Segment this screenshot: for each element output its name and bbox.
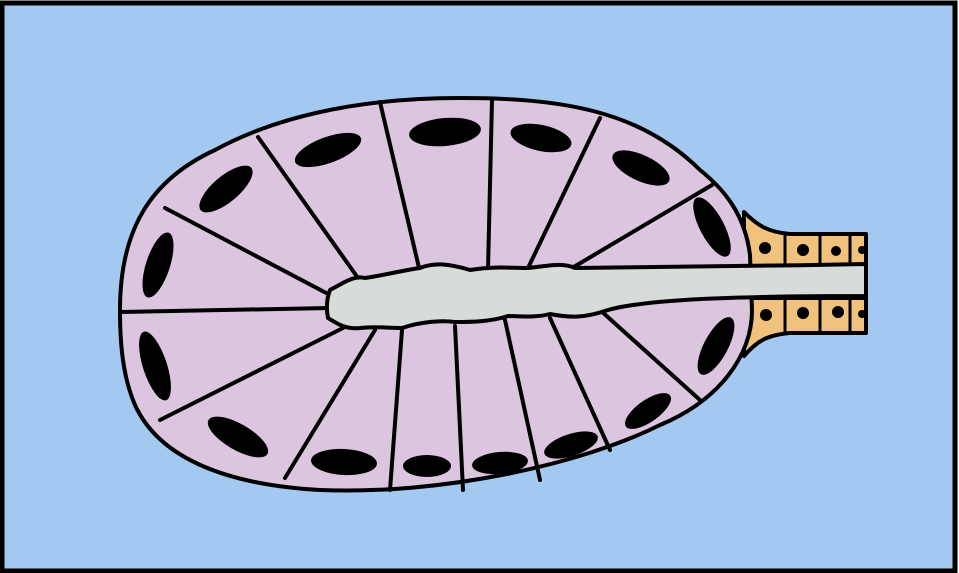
- duct-nucleus: [858, 246, 866, 254]
- duct-nucleus: [832, 306, 844, 318]
- duct-nucleus: [797, 244, 809, 256]
- duct-nucleus: [831, 246, 841, 256]
- duct-nucleus: [760, 309, 772, 321]
- duct-nucleus: [797, 307, 809, 319]
- duct-nucleus: [858, 310, 866, 318]
- acinar-nucleus: [403, 455, 451, 477]
- duct-nucleus: [759, 242, 771, 254]
